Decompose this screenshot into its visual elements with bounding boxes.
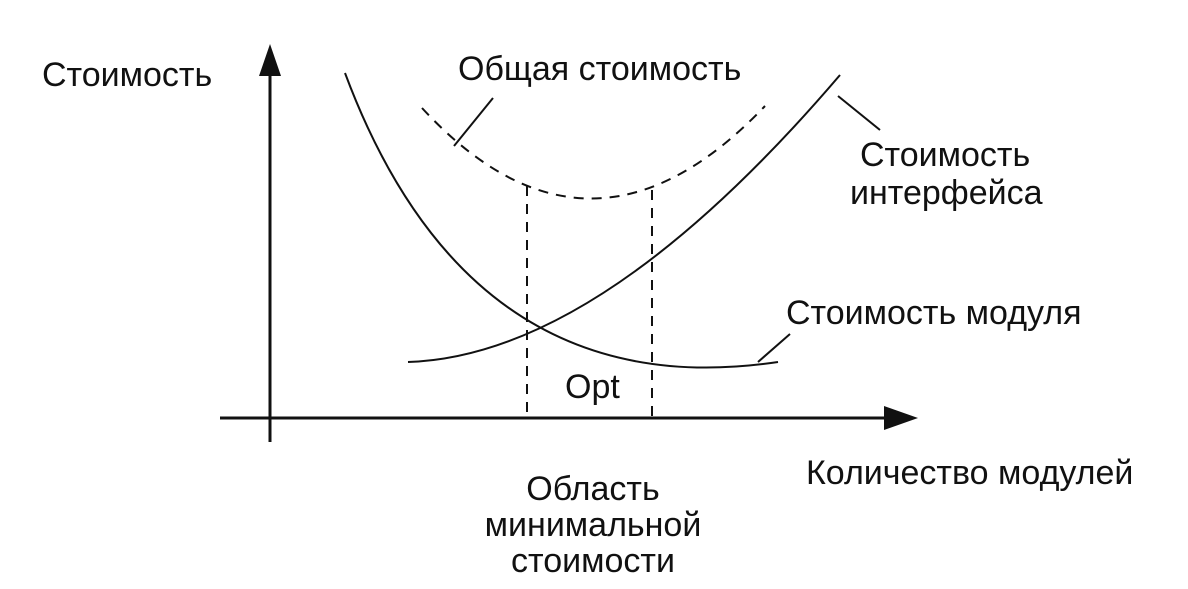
total-cost-leader	[453, 97, 494, 147]
x-axis-arrow	[884, 406, 918, 430]
interface-cost-label-line1: Стоимость	[860, 136, 1030, 174]
y-axis-label: Стоимость	[42, 56, 212, 94]
opt-label: Opt	[565, 368, 620, 406]
total-cost-label: Общая стоимость	[458, 50, 741, 88]
module-cost-curve	[344, 72, 779, 369]
module-cost-leader	[757, 333, 791, 363]
region-label-line1: Область	[526, 470, 659, 508]
module-cost-label: Стоимость модуля	[786, 294, 1082, 332]
interface-cost-leader	[837, 95, 881, 131]
x-axis-label: Количество модулей	[806, 454, 1133, 492]
y-axis-arrow	[259, 44, 281, 76]
region-label-line2: минимальной	[485, 506, 702, 544]
interface-cost-label-line2: интерфейса	[850, 174, 1043, 212]
total-cost-curve	[421, 105, 766, 200]
region-label-line3: стоимости	[511, 542, 675, 580]
interface-cost-curve	[407, 74, 841, 363]
